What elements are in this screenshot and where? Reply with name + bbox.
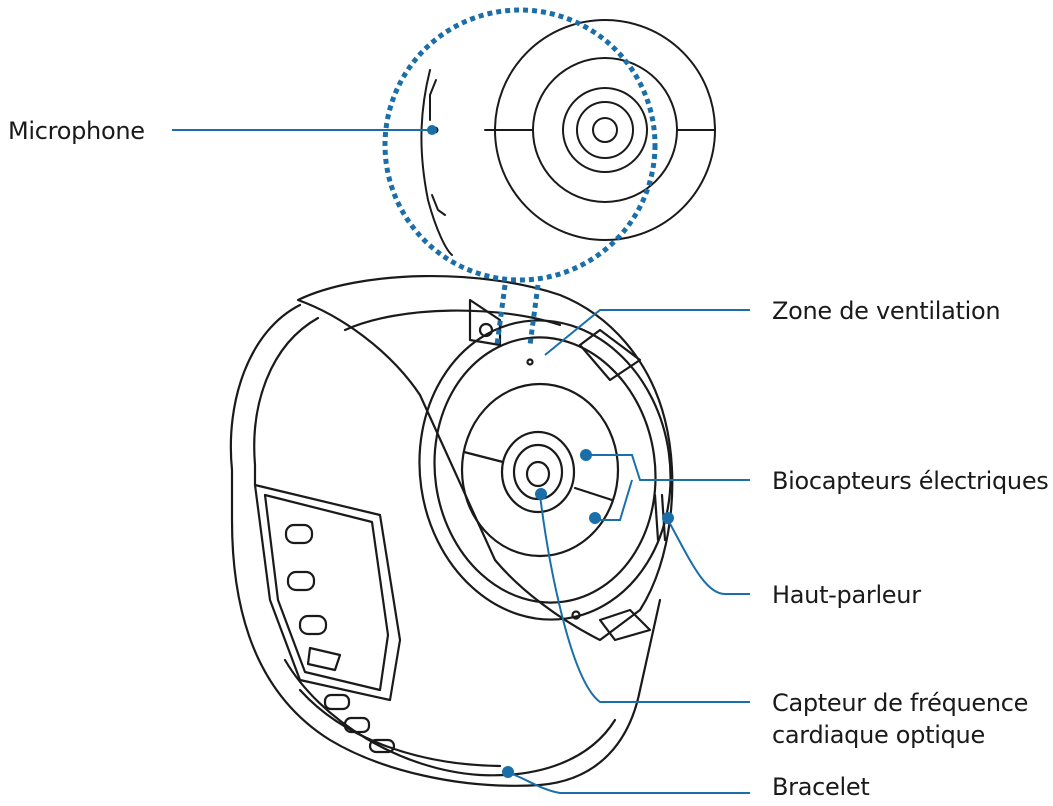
strap-hole bbox=[368, 738, 396, 754]
watch-case bbox=[296, 274, 674, 642]
label-hr-sensor-line1: Capteur de fréquence bbox=[772, 689, 1029, 717]
label-hr-sensor-line2: cardiaque optique bbox=[772, 721, 985, 749]
strap-hole bbox=[323, 693, 351, 711]
label-ventilation: Zone de ventilation bbox=[772, 297, 1001, 325]
leader-ventilation bbox=[544, 309, 750, 356]
strap-inner-edge bbox=[253, 316, 320, 487]
strap-outline bbox=[229, 303, 662, 787]
leader-speaker bbox=[667, 519, 750, 595]
leader-hr-sensor bbox=[539, 494, 750, 703]
strap-lower-band bbox=[283, 658, 617, 777]
watch-back bbox=[418, 319, 672, 621]
sensor-ring-outer bbox=[460, 382, 620, 558]
leader-biosensors bbox=[586, 454, 750, 521]
strap-hole bbox=[284, 523, 314, 545]
leader-strap bbox=[507, 772, 750, 794]
strap-hole bbox=[286, 570, 316, 592]
strap-buckle bbox=[253, 483, 402, 702]
zoom-callout-circle bbox=[382, 7, 658, 283]
strap-hole bbox=[298, 614, 328, 636]
label-speaker: Haut-parleur bbox=[772, 581, 921, 609]
label-strap: Bracelet bbox=[772, 773, 870, 801]
strap-hole bbox=[343, 716, 371, 734]
label-microphone: Microphone bbox=[8, 117, 145, 145]
optical-sensor-center bbox=[525, 460, 551, 488]
label-biosensors: Biocapteurs électriques bbox=[772, 467, 1049, 495]
